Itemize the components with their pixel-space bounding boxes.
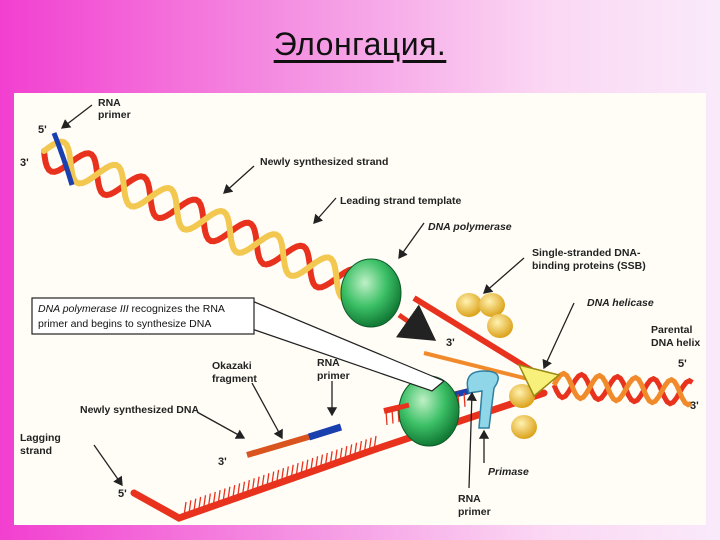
- label-rna-primer-bottom-1: RNA: [458, 493, 481, 505]
- base-rung: [348, 444, 353, 459]
- label-ssb-1: Single-stranded DNA-: [532, 247, 641, 259]
- label-leading-strand-template: Leading strand template: [340, 195, 462, 207]
- base-rung: [363, 439, 367, 454]
- callout-rest: recognizes the RNA: [129, 303, 225, 315]
- label-lagging-2: strand: [20, 445, 52, 457]
- base-rung: [300, 461, 304, 476]
- base-rung: [285, 466, 289, 481]
- upper-helix: [41, 132, 365, 303]
- callout-line-1: DNA polymerase III recognizes the RNA: [38, 303, 225, 315]
- label-rna-primer-top-1: RNA: [98, 97, 121, 109]
- base-rung: [271, 471, 275, 486]
- callout-line-2: primer and begins to synthesize DNA: [38, 318, 211, 330]
- base-rung: [373, 435, 377, 451]
- lagging-bases: [183, 435, 377, 517]
- newly-synthesized-leading-strand: [41, 138, 357, 303]
- base-rung: [334, 449, 338, 464]
- base-rung: [193, 498, 197, 513]
- end-lagging-5: 5': [118, 488, 127, 500]
- base-rung: [207, 493, 212, 508]
- replication-fork-diagram: DNA polymerase III recognizes the RNA pr…: [14, 93, 706, 525]
- base-rung: [212, 491, 216, 506]
- label-rna-primer-bottom-2: primer: [458, 506, 491, 518]
- base-rung: [324, 452, 328, 468]
- base-rung: [202, 495, 207, 510]
- end-right-5: 5': [678, 358, 687, 370]
- base-rung: [385, 410, 388, 426]
- base-rung: [314, 456, 319, 471]
- base-rung: [329, 451, 333, 466]
- base-rung: [183, 501, 187, 517]
- end-okazaki-3: 3': [218, 456, 227, 468]
- callout: DNA polymerase III recognizes the RNA pr…: [31, 297, 446, 392]
- base-rung: [232, 484, 236, 500]
- label-lagging-1: Lagging: [20, 432, 61, 444]
- label-okazaki-2: fragment: [212, 373, 257, 385]
- end-right-3: 3': [690, 400, 699, 412]
- base-rung: [353, 442, 358, 457]
- label-newly-synthesized-strand: Newly synthesized strand: [260, 156, 388, 168]
- end-top-3: 3': [20, 157, 29, 169]
- diagram-canvas: DNA polymerase III recognizes the RNA pr…: [20, 97, 700, 522]
- label-parental-2: DNA helix: [651, 337, 700, 349]
- base-rung: [197, 496, 202, 512]
- base-rung: [222, 488, 226, 503]
- base-rung: [266, 473, 270, 488]
- lagging-synthesis-arrow: [385, 402, 410, 414]
- base-rung: [261, 474, 265, 490]
- label-primase: Primase: [488, 466, 529, 478]
- base-rung: [275, 469, 280, 484]
- end-top-5: 5': [38, 124, 47, 136]
- label-ssb-2: binding proteins (SSB): [532, 260, 646, 272]
- label-rna-primer-top-2: primer: [98, 109, 131, 121]
- rna-primer-top: [51, 132, 75, 186]
- base-rung: [241, 481, 246, 496]
- base-rung: [463, 392, 466, 407]
- base-rung: [236, 483, 241, 498]
- base-rung: [217, 490, 221, 505]
- parental-strand-a: [551, 371, 694, 407]
- base-rung: [246, 479, 250, 495]
- primase: [466, 370, 499, 429]
- base-rung: [397, 408, 400, 423]
- dna-helicase: [517, 363, 561, 398]
- base-rung: [227, 486, 231, 501]
- label-rna-primer-mid-2: primer: [317, 370, 350, 382]
- base-rung: [305, 459, 309, 474]
- label-okazaki-1: Okazaki: [212, 360, 252, 372]
- dna-polymerase-upper: [340, 258, 402, 328]
- base-rung: [251, 478, 255, 493]
- base-rung: [368, 437, 372, 452]
- base-rung: [358, 440, 363, 456]
- parental-helix: [551, 370, 694, 408]
- base-rung: [310, 457, 314, 473]
- base-rung: [295, 462, 299, 478]
- label-newly-synthesized-dna: Newly synthesized DNA: [80, 404, 199, 416]
- label-dna-helicase: DNA helicase: [587, 297, 654, 309]
- base-rung: [344, 446, 348, 461]
- okazaki-fragment: [246, 423, 343, 458]
- base-rung: [290, 464, 294, 479]
- label-parental-1: Parental: [651, 324, 693, 336]
- end-mid-3: 3': [446, 337, 455, 349]
- unwound-strand-orange: [423, 351, 545, 385]
- base-rung: [256, 476, 260, 491]
- label-rna-primer-mid-1: RNA: [317, 357, 340, 369]
- base-rung: [280, 468, 285, 483]
- callout-italic: DNA polymerase III: [38, 303, 129, 315]
- base-rung: [319, 454, 324, 469]
- ssb-proteins: [456, 293, 537, 439]
- leader-lines: [60, 104, 575, 489]
- base-rung: [188, 500, 192, 515]
- parental-strand-b: [551, 370, 693, 408]
- slide-title: Элонгация.: [273, 26, 447, 62]
- base-rung: [339, 447, 343, 462]
- label-dna-polymerase: DNA polymerase: [428, 221, 512, 233]
- lagging-strand-template: [130, 389, 548, 522]
- leading-synthesis-arrow: [395, 304, 437, 341]
